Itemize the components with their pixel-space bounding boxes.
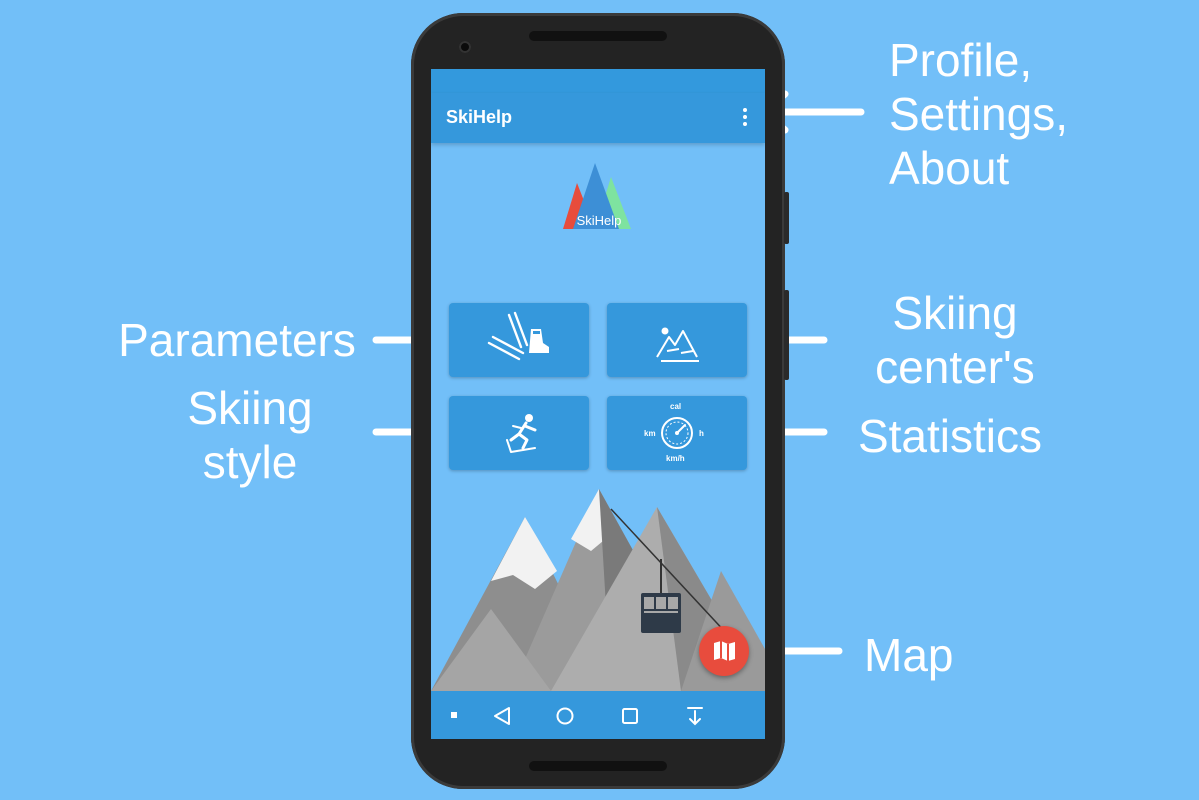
skihelp-logo: SkiHelp [561, 163, 637, 235]
skis-boot-icon [487, 311, 549, 361]
tile-skiing-center[interactable] [607, 303, 747, 377]
power-button [784, 192, 789, 244]
bottom-speaker [529, 761, 667, 771]
callout-map: Map [864, 629, 954, 681]
map-icon [714, 641, 735, 661]
callout-skiing-center-line-2: center's [875, 341, 1035, 393]
status-bar [431, 69, 765, 93]
front-camera [459, 41, 471, 53]
callout-skiing-style: Skiing style [150, 381, 350, 489]
nav-icons [451, 707, 703, 726]
tile-skiing-style[interactable] [449, 396, 589, 470]
logo-mountains-icon [563, 163, 631, 229]
app-bar: SkiHelp [431, 93, 765, 143]
tile-statistics[interactable]: cal km h km/h [607, 396, 747, 470]
stat-label-top: cal [670, 402, 682, 411]
stat-label-bottom: km/h [666, 454, 685, 463]
earpiece-speaker [529, 31, 667, 41]
square-dot-icon [451, 712, 457, 718]
callout-skiing-style-line-2: style [202, 436, 298, 488]
callout-statistics: Statistics [857, 410, 1043, 462]
callout-menu-line-2: Settings, [889, 88, 1068, 140]
map-fab-button[interactable] [699, 626, 749, 676]
app-screen: SkiHelp SkiHelp [431, 69, 765, 739]
speedometer-icon [661, 417, 693, 449]
recents-square-icon [622, 708, 638, 724]
stat-label-right: h [699, 429, 704, 438]
more-vert-icon[interactable] [735, 105, 755, 131]
callout-skiing-style-line-1: Skiing [187, 382, 313, 434]
callout-parameters: Parameters [118, 314, 356, 366]
home-circle-icon [556, 707, 574, 725]
callout-menu: Profile, Settings, About [889, 33, 1068, 195]
callout-menu-line-1: Profile, [889, 34, 1033, 86]
callout-menu-line-3: About [889, 142, 1010, 194]
skier-icon [506, 414, 537, 453]
download-arrow-icon [687, 707, 703, 726]
callout-skiing-center-line-1: Skiing [892, 287, 1018, 339]
volume-button [784, 290, 789, 380]
system-nav-bar [431, 691, 765, 739]
tile-parameters[interactable] [449, 303, 589, 377]
mountain-landscape-icon [656, 327, 699, 362]
logo-text: SkiHelp [576, 213, 622, 228]
app-title: SkiHelp [446, 107, 513, 127]
stat-label-left: km [644, 429, 656, 438]
callout-skiing-center: Skiing center's [850, 286, 1060, 394]
back-triangle-icon [494, 707, 510, 725]
